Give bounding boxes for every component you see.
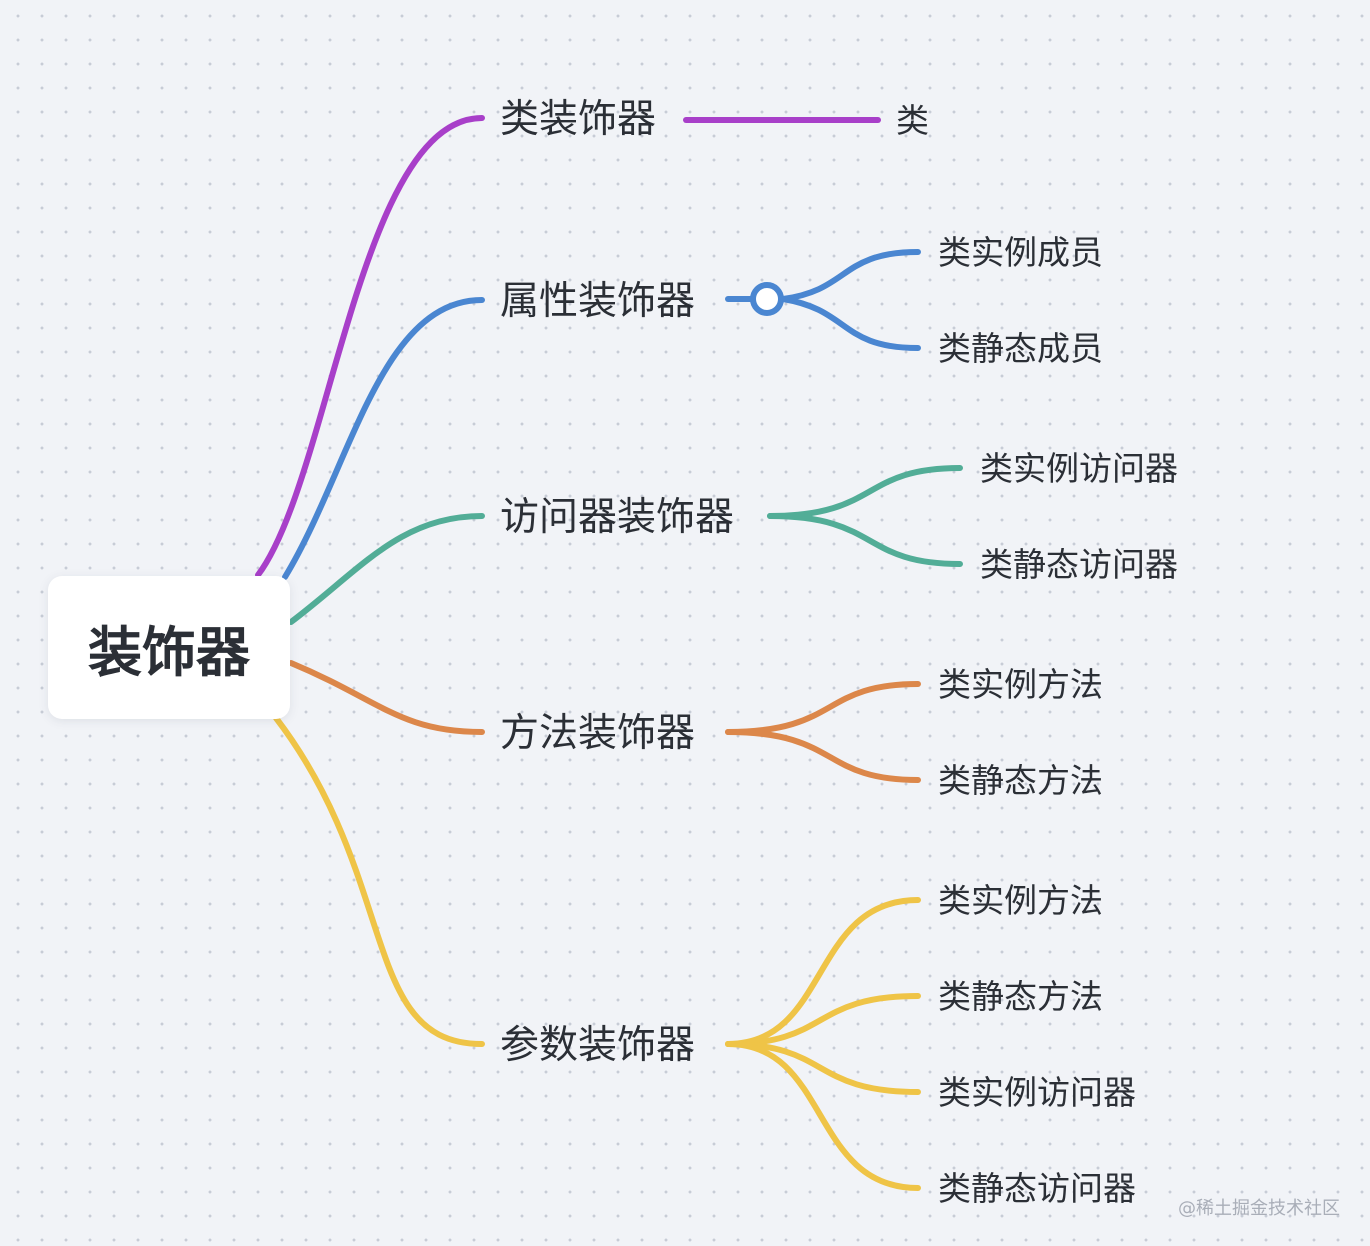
- collapse-toggle-icon[interactable]: [750, 282, 784, 316]
- leaf-param-instance-method[interactable]: 类实例方法: [938, 881, 1103, 920]
- leaf-instance-member[interactable]: 类实例成员: [938, 233, 1103, 272]
- link-root-to-method-decorator: [288, 660, 485, 735]
- branch-param-decorator[interactable]: 参数装饰器: [500, 1023, 696, 1068]
- link-param-to-instance-method: [725, 897, 921, 1047]
- link-param-to-instance-accessor: [725, 1041, 921, 1095]
- leaf-instance-accessor[interactable]: 类实例访问器: [980, 449, 1178, 488]
- leaf-param-static-method[interactable]: 类静态方法: [938, 977, 1103, 1016]
- branch-class-decorator[interactable]: 类装饰器: [500, 97, 657, 142]
- leaf-static-member[interactable]: 类静态成员: [938, 329, 1103, 368]
- link-property-to-instance-member: [780, 249, 921, 302]
- link-method-to-static-method: [725, 729, 921, 783]
- leaf-class[interactable]: 类: [896, 101, 929, 140]
- root-label: 装饰器: [88, 621, 250, 684]
- link-accessor-to-instance-accessor: [767, 465, 963, 519]
- link-property-to-static-member: [780, 296, 921, 351]
- link-root-to-property-decorator: [282, 297, 485, 580]
- root-node[interactable]: 装饰器: [48, 576, 290, 719]
- link-method-to-instance-method: [725, 681, 921, 735]
- link-root-to-param-decorator: [273, 715, 485, 1047]
- link-root-to-class-decorator: [255, 115, 485, 578]
- link-param-to-static-accessor: [725, 1041, 921, 1191]
- leaf-static-accessor[interactable]: 类静态访问器: [980, 545, 1178, 584]
- branch-property-decorator[interactable]: 属性装饰器: [500, 279, 696, 324]
- leaf-param-instance-accessor[interactable]: 类实例访问器: [938, 1073, 1136, 1112]
- branch-accessor-decorator[interactable]: 访问器装饰器: [500, 495, 735, 540]
- leaf-instance-method[interactable]: 类实例方法: [938, 665, 1103, 704]
- link-accessor-to-static-accessor: [767, 513, 963, 567]
- branch-method-decorator[interactable]: 方法装饰器: [500, 711, 696, 756]
- link-param-to-static-method: [725, 993, 921, 1047]
- watermark: @稀土掘金技术社区: [1178, 1198, 1340, 1219]
- leaf-param-static-accessor[interactable]: 类静态访问器: [938, 1169, 1136, 1208]
- link-root-to-accessor-decorator: [288, 513, 485, 625]
- leaf-static-method[interactable]: 类静态方法: [938, 761, 1103, 800]
